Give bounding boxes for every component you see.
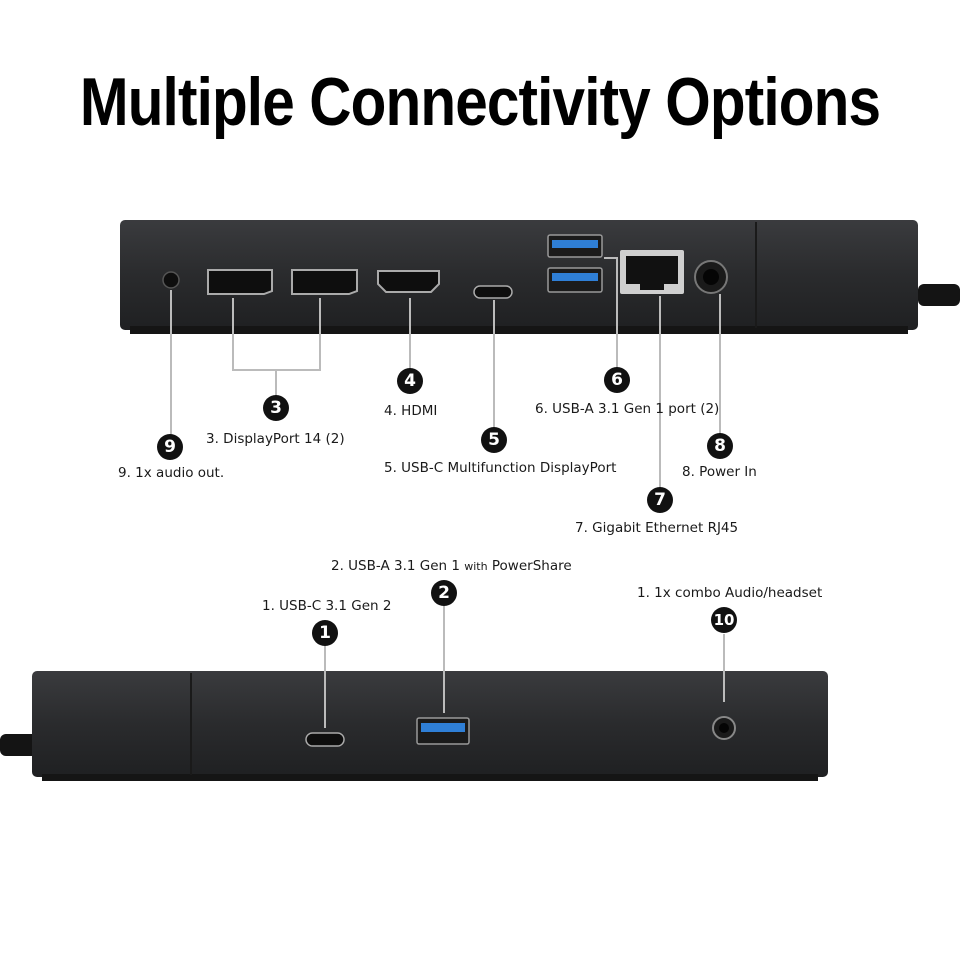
callout-badge-8: 8 (707, 433, 733, 459)
label-usb-c-dp: 5. USB-C Multifunction DisplayPort (384, 460, 617, 476)
front-cable (0, 734, 38, 756)
label-usb-c-front: 1. USB-C 3.1 Gen 2 (262, 598, 392, 614)
hdmi-port (377, 270, 440, 293)
displayport-2 (291, 269, 358, 295)
callout-badge-5: 5 (481, 427, 507, 453)
callout-badge-4: 4 (397, 368, 423, 394)
label-power-in: 8. Power In (682, 464, 757, 480)
label-audio-out: 9. 1x audio out. (118, 465, 225, 481)
label-usb-a-rear: 6. USB-A 3.1 Gen 1 port (2) (535, 401, 720, 417)
audio-out-port (162, 271, 180, 289)
callout-badge-10: 10 (711, 607, 737, 633)
callout-badge-9: 9 (157, 434, 183, 460)
dock-front (0, 671, 828, 781)
callout-badge-1: 1 (312, 620, 338, 646)
label-ethernet: 7. Gigabit Ethernet RJ45 (575, 520, 739, 536)
label-displayport: 3. DisplayPort 14 (2) (206, 431, 345, 447)
displayport-1 (207, 269, 273, 295)
callout-badge-2: 2 (431, 580, 457, 606)
label-usb-a-powershare: 2. USB-A 3.1 Gen 1 with PowerShare (331, 558, 572, 574)
page-title: Multiple Connectivity Options (79, 64, 881, 140)
dock-rear (120, 220, 960, 334)
front-usb-c-port (305, 732, 345, 747)
label-usb-a-powershare-with: with (464, 560, 488, 573)
callout-badge-3: 3 (263, 395, 289, 421)
label-combo-audio: 1. 1x combo Audio/headset (637, 585, 823, 601)
rear-callout-lines (170, 257, 721, 488)
front-callout-lines (324, 606, 725, 728)
label-usb-a-powershare-post: PowerShare (487, 558, 572, 574)
label-usb-a-powershare-pre: 2. USB-A 3.1 Gen 1 (331, 558, 465, 574)
callout-badge-7: 7 (647, 487, 673, 513)
callout-badge-6: 6 (604, 367, 630, 393)
usb-c-dp-port (473, 285, 513, 299)
power-cable (918, 284, 960, 306)
label-hdmi: 4. HDMI (384, 403, 438, 419)
